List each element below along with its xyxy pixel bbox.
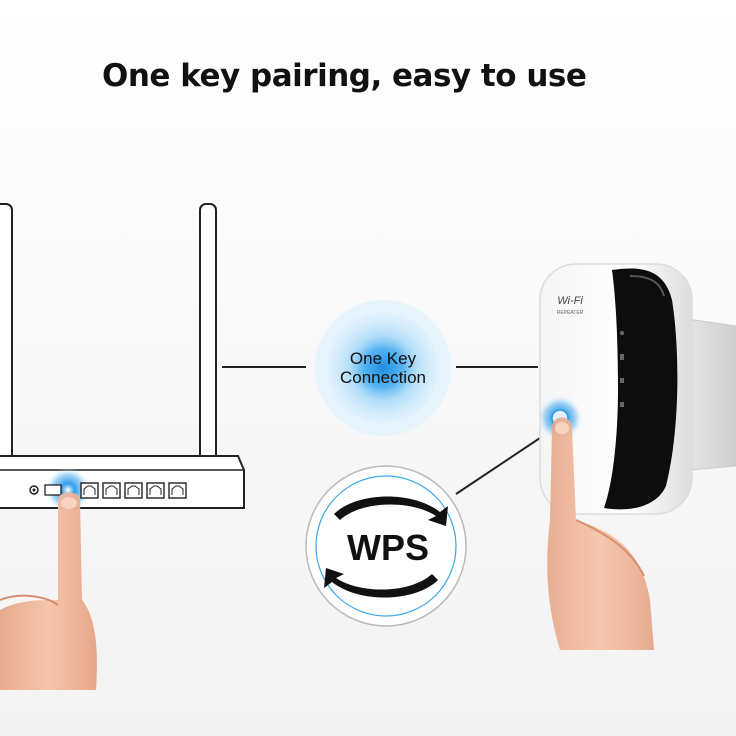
bubble-line1: One Key: [350, 349, 417, 368]
router-icon: [0, 203, 245, 512]
wps-label: WPS: [347, 527, 429, 568]
extender-status-icons: [619, 330, 625, 407]
router-lan-ports: [80, 482, 187, 499]
router-antenna-right: [199, 203, 217, 463]
connector-line-wps: [455, 429, 553, 495]
headline: One key pairing, easy to use: [102, 58, 587, 94]
router-usb-port: [44, 484, 62, 496]
bubble-line2: Connection: [340, 368, 426, 387]
wifi-extender-icon: Wi-Fi REPEATER: [538, 263, 736, 515]
router-antenna-left: [0, 203, 13, 463]
pointing-finger-icon-right: [547, 417, 654, 650]
extender-brand: Wi-Fi: [557, 295, 583, 307]
extender-brand-sub: REPEATER: [557, 310, 584, 316]
wps-badge: WPS: [305, 465, 467, 627]
router-power-port: [29, 485, 39, 495]
extender-front-panel: [604, 268, 678, 510]
router-body: [0, 455, 245, 509]
pointing-finger-icon: [0, 492, 97, 690]
one-key-connection-bubble: One Key Connection: [315, 300, 451, 436]
circular-arrows-icon: [324, 496, 448, 598]
